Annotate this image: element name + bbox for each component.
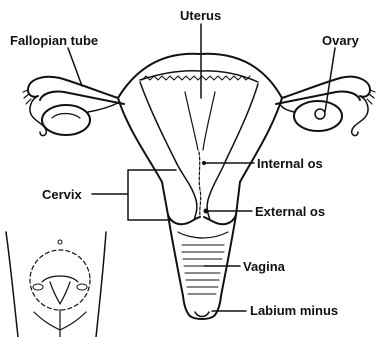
uterus-outline (118, 54, 282, 98)
label-vagina: Vagina (243, 260, 285, 273)
label-labium-minus: Labium minus (250, 304, 338, 317)
label-uterus: Uterus (180, 9, 221, 22)
left-ovary (42, 105, 90, 135)
label-ovary: Ovary (322, 34, 359, 47)
label-fallopian-tube: Fallopian tube (10, 34, 98, 47)
right-ovary (294, 101, 342, 131)
label-cervix: Cervix (42, 188, 82, 201)
label-internal-os: Internal os (257, 157, 323, 170)
cervical-canal (176, 162, 197, 220)
uterus-left-wall (118, 98, 168, 215)
inset-body-figure (6, 232, 106, 337)
label-external-os: External os (255, 205, 325, 218)
